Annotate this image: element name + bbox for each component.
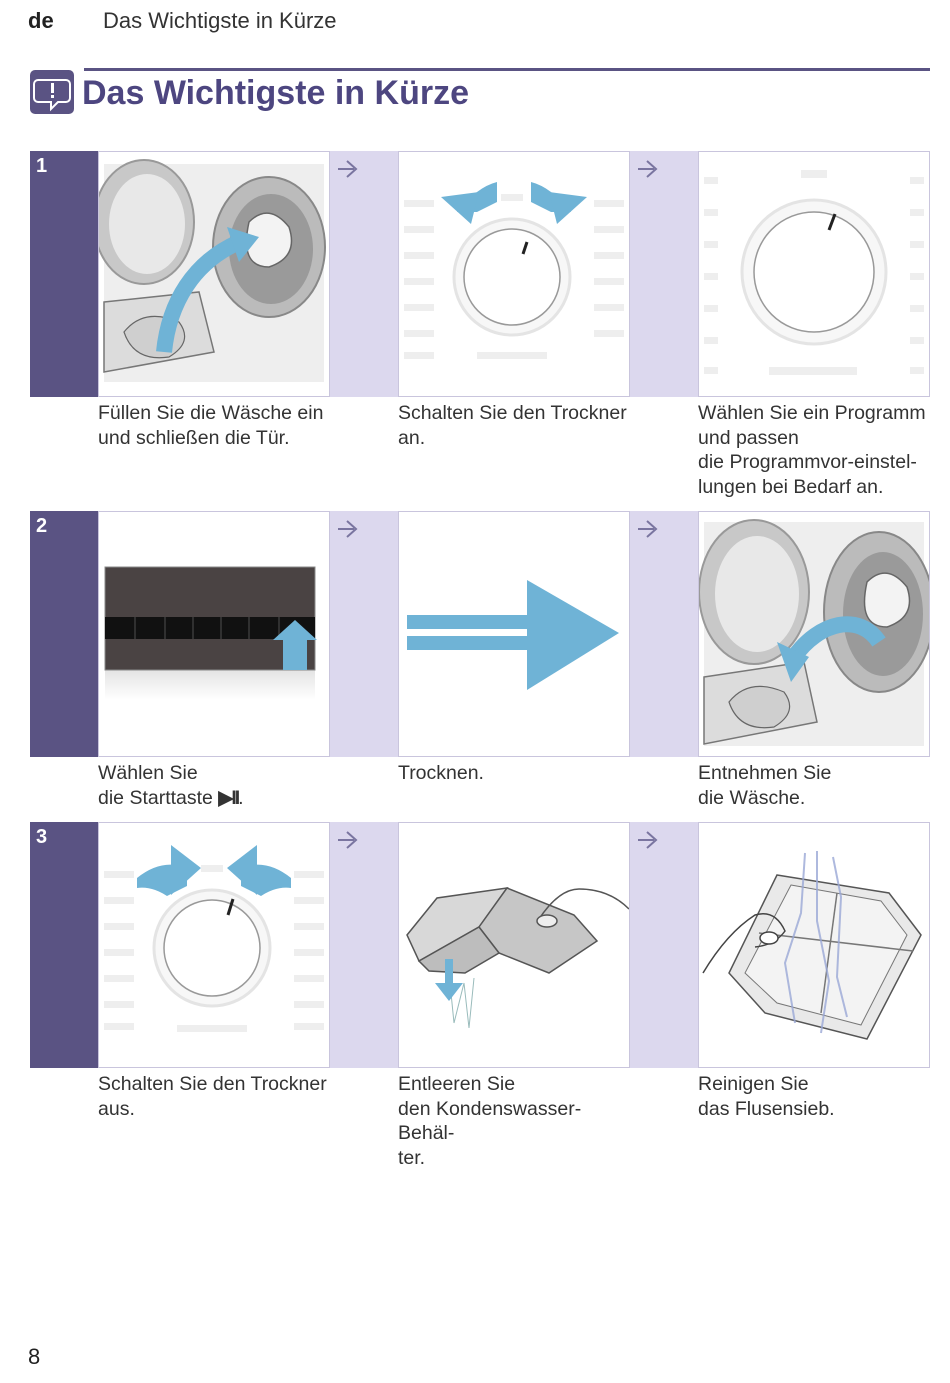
page-number: 8	[28, 1344, 41, 1369]
illustration-select-program	[698, 151, 930, 397]
caption-step-3b: Entleeren Sie den Kondenswasser-Behäl- t…	[398, 1073, 582, 1169]
caption-step-2b: Trocknen.	[398, 762, 484, 784]
next-arrow	[630, 822, 700, 1068]
illustration-turn-off	[98, 822, 330, 1068]
illustration-clean-lint-filter	[698, 822, 930, 1068]
next-arrow	[330, 151, 400, 397]
caption-step-3a: Schalten Sie den Trockner aus.	[98, 1073, 327, 1120]
running-title: Das Wichtigste in Kürze	[103, 8, 337, 33]
caption-step-1c: Wählen Sie ein Programm und passen die P…	[698, 402, 926, 498]
next-arrow	[630, 151, 700, 397]
illustration-drying-arrow	[398, 511, 630, 757]
step-row-1: 1	[30, 151, 930, 397]
language-code: de	[28, 8, 54, 33]
info-speech-icon	[30, 70, 74, 114]
caption-step-3c: Reinigen Sie das Flusensieb.	[698, 1073, 835, 1120]
title-rule	[84, 68, 930, 71]
caption-step-2a: Wählen Sie die Starttaste ▶II.	[98, 762, 244, 809]
illustration-start-button	[98, 511, 330, 757]
caption-step-1a: Füllen Sie die Wäsche ein und schließen …	[98, 402, 324, 449]
step-number-3: 3	[30, 822, 98, 1068]
step-row-3: 3	[30, 822, 930, 1068]
next-arrow	[330, 511, 400, 757]
step-row-2: 2	[30, 511, 930, 757]
caption-step-1b: Schalten Sie den Trockner an.	[398, 402, 627, 449]
page-title: Das Wichtigste in Kürze	[82, 74, 469, 112]
illustration-remove-laundry	[698, 511, 930, 757]
step-number-2: 2	[30, 511, 98, 757]
illustration-load-laundry	[98, 151, 330, 397]
next-arrow	[330, 822, 400, 1068]
caption-step-2c: Entnehmen Sie die Wäsche.	[698, 762, 832, 809]
next-arrow	[630, 511, 700, 757]
illustration-turn-on	[398, 151, 630, 397]
illustration-empty-water-container	[398, 822, 630, 1068]
start-pause-icon: ▶II	[218, 786, 240, 809]
step-number-1: 1	[30, 151, 98, 397]
